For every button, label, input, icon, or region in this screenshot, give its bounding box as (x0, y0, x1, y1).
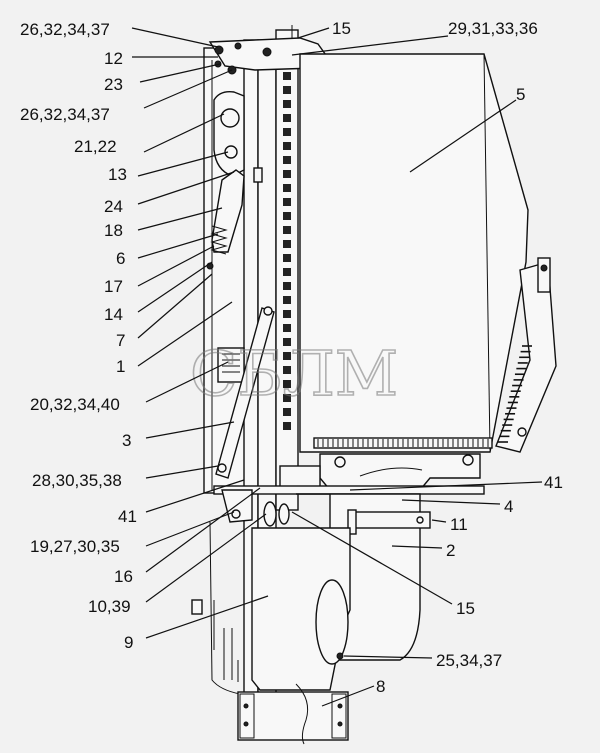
label-15-top: 15 (332, 19, 351, 38)
rack-tooth (283, 366, 291, 374)
rack-tooth (283, 408, 291, 416)
assembly-drawing (191, 25, 557, 745)
rack-tooth (283, 352, 291, 360)
label-12: 12 (104, 49, 123, 68)
rack-tooth (283, 268, 291, 276)
rack-tooth (283, 212, 291, 220)
rack-tooth (283, 422, 291, 430)
rack-tooth (283, 72, 291, 80)
label-3: 3 (122, 431, 131, 450)
horizontal-rack-teeth (317, 439, 489, 447)
label-18: 18 (104, 221, 123, 240)
part-labels: 26,32,34,37 12 23 26,32,34,37 21,22 13 2… (20, 19, 563, 696)
label-29-31-33-36: 29,31,33,36 (448, 19, 538, 38)
label-2: 2 (446, 541, 455, 560)
rack-tooth (283, 156, 291, 164)
mid-bracket (319, 453, 481, 491)
label-26-32-34-37: 26,32,34,37 (20, 105, 110, 124)
label-28-30-35-38: 28,30,35,38 (32, 471, 122, 490)
label-24: 24 (104, 197, 123, 216)
label-9: 9 (124, 633, 133, 652)
oval-plate (315, 579, 349, 665)
watermark-text: СБЛМ (190, 337, 398, 410)
rack-tooth (283, 100, 291, 108)
rack-tooth (283, 86, 291, 94)
rack-tooth (283, 142, 291, 150)
rack-tooth (283, 226, 291, 234)
lower-housing (296, 493, 421, 661)
label-13: 13 (108, 165, 127, 184)
label-7: 7 (116, 331, 125, 350)
lower-bar (213, 485, 485, 495)
label-41-right: 41 (544, 473, 563, 492)
label-5: 5 (516, 85, 525, 104)
rack-tooth (283, 394, 291, 402)
label-14: 14 (104, 305, 123, 324)
label-26-32-34-37-top: 26,32,34,37 (20, 20, 110, 39)
label-21-22: 21,22 (74, 137, 117, 156)
rack-tooth (283, 128, 291, 136)
rack-tooth (283, 338, 291, 346)
label-10-39: 10,39 (88, 597, 131, 616)
rack-tooth (283, 240, 291, 248)
rack-tooth (283, 198, 291, 206)
rack-tooth (283, 310, 291, 318)
label-15-bottom: 15 (456, 599, 475, 618)
upper-lever (213, 90, 245, 177)
label-6: 6 (116, 249, 125, 268)
rack-tooth (283, 296, 291, 304)
arc-teeth (498, 345, 532, 443)
label-25-34-37: 25,34,37 (436, 651, 502, 670)
rack-teeth (283, 72, 291, 430)
label-19-27-30-35: 19,27,30,35 (30, 537, 120, 556)
leader-lines (131, 27, 543, 707)
rack-tooth (283, 170, 291, 178)
rack-tooth (283, 184, 291, 192)
spring-coil (210, 225, 228, 255)
label-8: 8 (376, 677, 385, 696)
rack-tooth (283, 380, 291, 388)
rack-tooth (283, 114, 291, 122)
label-16: 16 (114, 567, 133, 586)
rack-tooth (283, 324, 291, 332)
label-17: 17 (104, 277, 123, 296)
rack-tooth (283, 282, 291, 290)
label-4: 4 (504, 497, 513, 516)
label-20-32-34-40: 20,32,34,40 (30, 395, 120, 414)
label-41-left: 41 (118, 507, 137, 526)
label-1: 1 (116, 357, 125, 376)
label-23: 23 (104, 75, 123, 94)
base-clamp (237, 691, 349, 741)
rack-tooth (283, 254, 291, 262)
label-11: 11 (450, 515, 468, 534)
